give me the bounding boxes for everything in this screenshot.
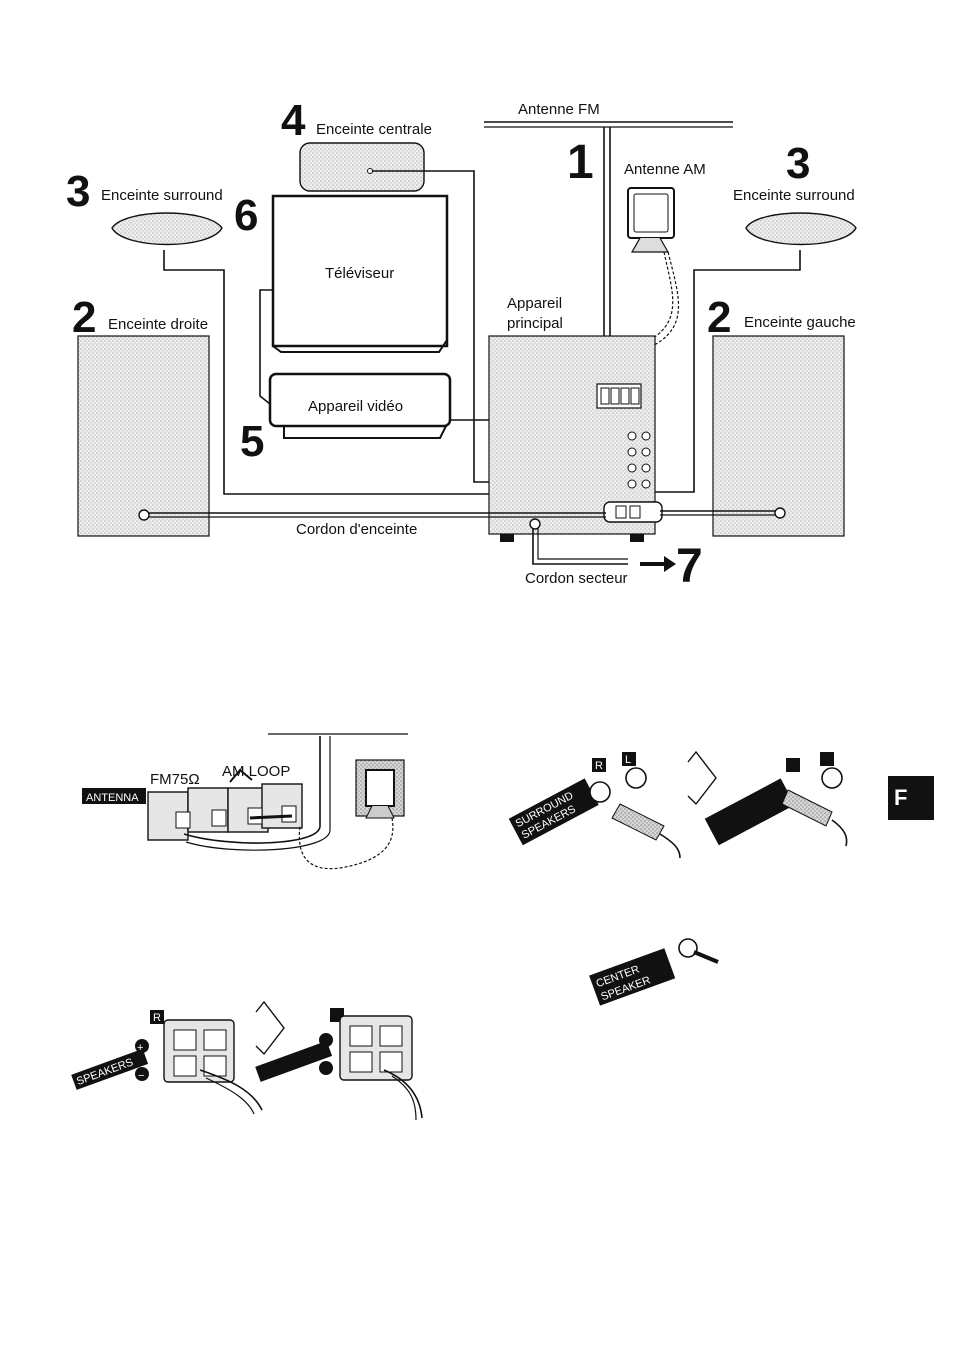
vcr-label: Appareil vidéo [308,398,403,415]
antenna-panel-label: ANTENNA [86,792,139,804]
step-number-power: 7 [676,540,703,593]
am-antenna-label: Antenne AM [624,161,706,178]
surround-left-label: Enceinte surround [101,187,223,204]
speakers-minus-1: − [138,1070,144,1082]
power-cord-label: Cordon secteur [525,570,628,587]
tv: 6 Téléviseur [234,191,447,404]
main-unit-label-line2: principal [507,315,563,332]
center-speaker-label: Enceinte centrale [316,121,432,138]
step-number-left-speakers: 2 [707,293,731,342]
speakers-plus-1: + [137,1042,143,1054]
step-number-fm: 1 [567,136,594,189]
center-terminal-detail: CENTER SPEAKER [589,939,718,1006]
power-cord: Cordon secteur 7 [525,528,703,593]
step-number-surround-left: 3 [66,167,90,216]
tv-label: Téléviseur [325,265,394,282]
antenna-terminal-detail: ANTENNA FM75Ω AM LOOP [82,734,408,869]
surround-right-label: Enceinte surround [733,187,855,204]
step-number-vcr: 5 [240,417,264,466]
right-speaker-label: Enceinte droite [108,316,208,333]
left-speaker: 2 Enceinte gauche [660,293,856,536]
main-diagram: Antenne FM 1 Antenne AM 4 Enceinte centr… [66,96,856,593]
step-number-surround-right: 3 [786,139,810,188]
speakers-ch-r: R [153,1012,161,1024]
main-unit-label-line1: Appareil [507,295,562,312]
left-speaker-label: Enceinte gauche [744,314,856,331]
main-unit: Appareil principal [489,295,662,542]
step-number-tv: 6 [234,191,258,240]
surround-ch-l: L [625,754,631,766]
fm-antenna-label: Antenne FM [518,101,600,118]
speaker-cord-label: Cordon d'enceinte [296,521,417,538]
step-number-center: 4 [281,96,306,145]
speaker-terminal-detail: SPEAKERS R + − [71,1002,422,1120]
fm-terminal-label: FM75Ω [150,771,200,788]
surround-ch-r: R [595,760,603,772]
am-terminal-label: AM LOOP [222,763,290,780]
language-tab: F [888,776,934,820]
step-number-right-speakers: 2 [72,293,96,342]
surround-terminal-detail: SURROUND SPEAKERS R L [509,752,847,858]
